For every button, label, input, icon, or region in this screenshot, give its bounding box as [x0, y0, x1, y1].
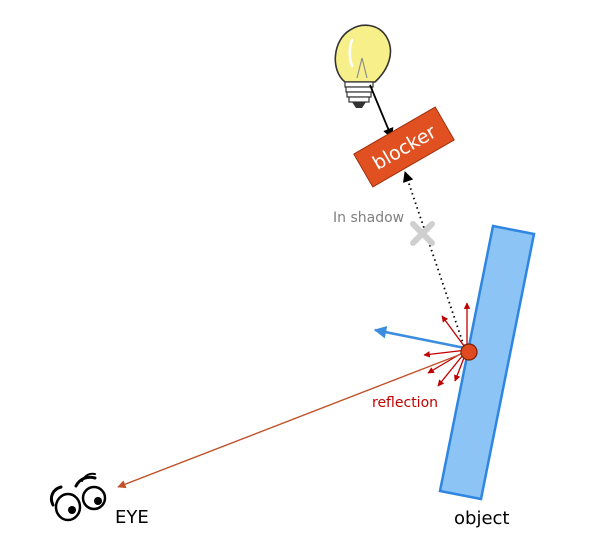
light-bulb-icon	[334, 24, 392, 108]
light-ray	[369, 84, 394, 139]
eye-label: EYE	[115, 507, 149, 528]
blocker: blocker	[353, 106, 455, 188]
object-surface	[438, 224, 536, 501]
object-label: object	[454, 508, 509, 529]
in-shadow-label: In shadow	[333, 210, 404, 226]
eye-icon	[49, 472, 107, 522]
shadow-ray	[403, 170, 465, 347]
eye-ray	[117, 352, 465, 489]
hit-point	[460, 343, 478, 361]
reflection-label: reflection	[372, 395, 438, 411]
cross-icon	[410, 221, 435, 246]
reflected-ray	[373, 326, 466, 350]
